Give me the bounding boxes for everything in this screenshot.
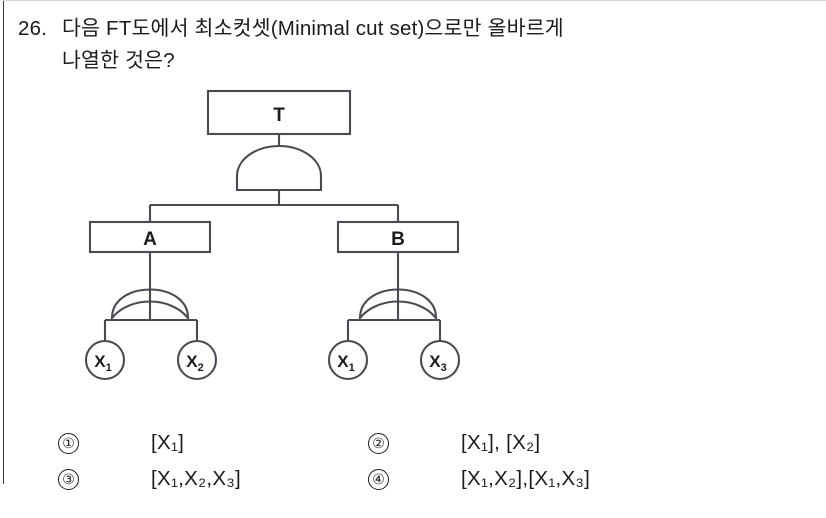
basic-event-sub-a-x1: 1 (106, 362, 112, 374)
intermediate-event-box-b (336, 220, 460, 254)
answer-options: ① [X₁] ② [X₁], [X₂] ③ [X₁,X₂,X₃] ④ (58, 404, 758, 490)
basic-event-circle-a-x1 (84, 339, 126, 381)
question-text-line-1: 다음 FT도에서 최소컷셋(Minimal cut set)으로만 올바르게 (62, 17, 564, 40)
answer-options-row-1: ① [X₁] ② [X₁], [X₂] (58, 404, 758, 454)
option-marker-2: ② (368, 432, 389, 454)
basic-event-base-a-x1: X (94, 352, 106, 371)
basic-event-base-b-x3: X (429, 352, 441, 371)
option-1-text: [X₁] (150, 431, 185, 454)
or-gate-b-shape (358, 288, 438, 321)
intermediate-event-label-b: B (391, 229, 405, 250)
basic-event-base-a-x2: X (186, 352, 198, 371)
basic-event-label-b-x3: X3 (429, 352, 446, 374)
basic-event-circle-a-x2 (176, 339, 218, 381)
option-label-2: [X₁], [X₂] (401, 404, 540, 482)
basic-event-sub-b-x3: 3 (441, 362, 447, 374)
answer-option-2[interactable]: ② [X₁], [X₂] (368, 404, 758, 482)
basic-event-base-b-x1: X (337, 352, 349, 371)
question-line-2: 나열한 것은? (18, 46, 778, 76)
answer-option-3[interactable]: ③ [X₁,X₂,X₃] (58, 440, 368, 518)
page-canvas: 26. 다음 FT도에서 최소컷셋(Minimal cut set)으로만 올바… (0, 0, 826, 490)
basic-event-circle-b-x3 (419, 339, 461, 381)
option-marker-3: ③ (58, 468, 79, 490)
option-3-text: [X₁,X₂,X₃] (150, 467, 241, 490)
basic-event-label-a-x2: X2 (186, 352, 203, 374)
option-2-text: [X₁], [X₂] (460, 431, 541, 454)
question-text-line-2: 나열한 것은? (62, 49, 175, 72)
page-border-left (3, 0, 4, 484)
option-marker-1: ① (58, 432, 79, 454)
question-stem: 26. 다음 FT도에서 최소컷셋(Minimal cut set)으로만 올바… (18, 14, 778, 76)
basic-event-circle-b-x1 (327, 339, 369, 381)
basic-event-sub-b-x1: 1 (349, 362, 355, 374)
intermediate-event-box-a (88, 220, 212, 254)
and-gate-shape (235, 145, 323, 192)
answer-options-row-2: ③ [X₁,X₂,X₃] ④ [X₁,X₂],[X₁,X₃] (58, 440, 758, 490)
intermediate-event-label-a: A (143, 229, 157, 250)
basic-event-sub-a-x2: 2 (198, 362, 204, 374)
answer-option-1[interactable]: ① [X₁] (58, 404, 368, 482)
option-label-4: [X₁,X₂],[X₁,X₃] (401, 440, 590, 518)
or-gate-a-shape (110, 288, 190, 321)
basic-event-label-a-x1: X1 (94, 352, 111, 374)
option-label-3: [X₁,X₂,X₃] (91, 440, 241, 518)
top-event-label: T (273, 105, 285, 126)
option-4-text: [X₁,X₂],[X₁,X₃] (460, 467, 591, 490)
fault-tree-diagram: T A B X1 X2 X1 X3 (0, 80, 560, 390)
page-border-top (3, 0, 826, 1)
answer-option-4[interactable]: ④ [X₁,X₂],[X₁,X₃] (368, 440, 758, 518)
question-number: 26. (18, 17, 48, 40)
option-label-1: [X₁] (91, 404, 184, 482)
question-line-1: 26. 다음 FT도에서 최소컷셋(Minimal cut set)으로만 올바… (18, 14, 778, 44)
option-marker-4: ④ (368, 468, 389, 490)
basic-event-label-b-x1: X1 (337, 352, 354, 374)
